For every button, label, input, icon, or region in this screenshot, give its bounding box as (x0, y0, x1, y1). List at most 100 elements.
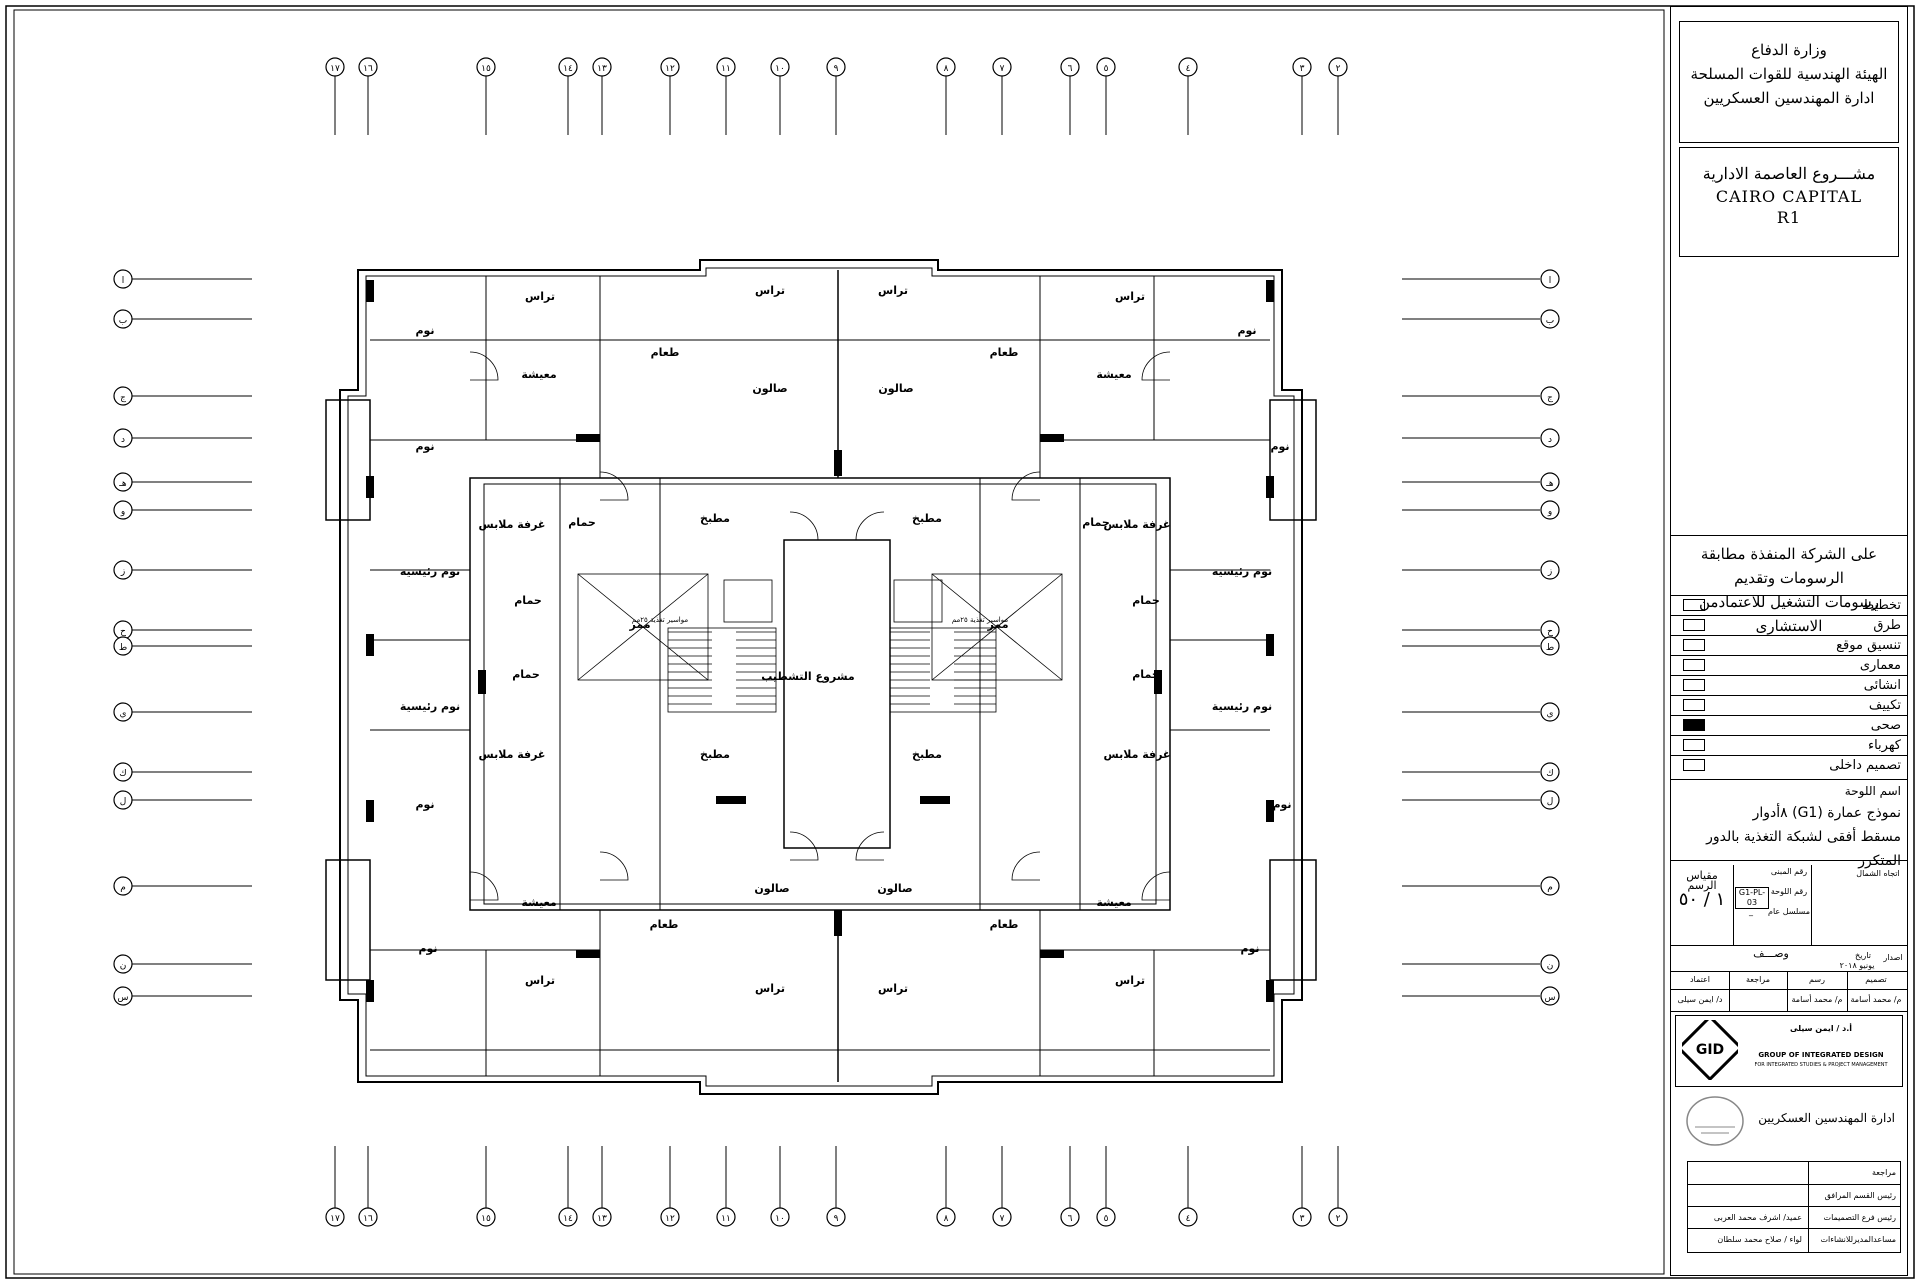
discipline-label: معمارى (1859, 658, 1901, 673)
column (1266, 476, 1274, 498)
grid-bubble-top (1178, 57, 1198, 77)
grid-bubble-left (113, 309, 133, 329)
grid-label-left: س (118, 993, 129, 1003)
room-label-living: معيشة (521, 896, 556, 909)
date-label: تاريخ (1855, 951, 1871, 960)
grid-bubble-right (1540, 954, 1560, 974)
room-label-dining: طعام (990, 346, 1019, 359)
building-no-label: رقم المبنى (1770, 867, 1808, 876)
serial-no: _ (1749, 907, 1753, 916)
grid-label-bottom: ٥ (1104, 1214, 1109, 1224)
project-box: مشـــروع العاصمة الادارية CAIRO CAPITAL … (1679, 147, 1899, 257)
grid-label-bottom: ٣ (1300, 1214, 1305, 1224)
discipline-row: تصميم داخلى (1671, 755, 1907, 775)
room-label-salon: صالون (754, 882, 789, 895)
column (834, 450, 842, 476)
room-label-dining: طعام (990, 918, 1019, 931)
door-swing (469, 351, 499, 381)
room-label-bedroom: نوم (1272, 798, 1291, 811)
room-label-dining: طعام (650, 918, 679, 931)
discipline-row: طرق (1671, 615, 1907, 635)
firm-name: GROUP OF INTEGRATED DESIGN (1758, 1051, 1884, 1059)
grid-bubble-bottom (558, 1207, 578, 1227)
discipline-checkbox (1683, 759, 1705, 771)
discipline-row: تنسيق موقع (1671, 635, 1907, 655)
door-swing (855, 511, 885, 541)
grid-bubble-top (1096, 57, 1116, 77)
room-label-salon: صالون (878, 382, 913, 395)
room-label-bedroom: نوم (418, 942, 437, 955)
grid-bubble-left (113, 762, 133, 782)
grid-label-right: هـ (1545, 479, 1554, 489)
room-label-master: نوم رئيسية (1212, 700, 1272, 713)
grid-label-bottom: ١٧ (330, 1214, 340, 1224)
grid-label-top: ٣ (1300, 64, 1305, 74)
date-value: يونيو ٢٠١٨ (1839, 961, 1875, 970)
grid-bubble-right (1540, 309, 1560, 329)
grid-bubble-left (113, 954, 133, 974)
grid-label-left: ن (120, 961, 127, 971)
grid-label-top: ١٤ (563, 64, 573, 74)
scale-value: ١ / ٥٠ (1678, 889, 1726, 910)
grid-bubble-bottom (660, 1207, 680, 1227)
grid-label-top: ١٧ (330, 64, 340, 74)
discipline-checkbox (1683, 739, 1705, 751)
room-label-shaft: مشروع التشطيب (761, 670, 854, 683)
door-swing (855, 831, 885, 861)
signature-role: مساعدالمديرللانشاءات (1820, 1235, 1896, 1244)
discipline-label: طرق (1873, 618, 1901, 633)
door-swing (1141, 871, 1171, 901)
authority-line: وزارة الدفاع (1751, 41, 1827, 59)
grid-label-top: ٩ (834, 64, 839, 74)
grid-bubble-right (1540, 269, 1560, 289)
grid-label-right: ي (1546, 709, 1553, 719)
grid-bubble-right (1540, 636, 1560, 656)
stairs (667, 627, 997, 713)
grid-label-bottom: ٢ (1336, 1214, 1341, 1224)
grid-bubble-top (358, 57, 378, 77)
lift-shafts (577, 573, 1063, 681)
serial-label: مسلسل عام (1768, 907, 1810, 916)
grid-bubble-right (1540, 876, 1560, 896)
room-label-kitchen: مطبخ (912, 512, 942, 525)
discipline-label: تنسيق موقع (1836, 638, 1901, 653)
door-swing (599, 471, 629, 501)
approval-line: رسومات التشغيل للاعتمادمن الاستشارى (1699, 593, 1879, 635)
room-label-corridor: ممر (986, 618, 1008, 631)
sheet-border (5, 5, 1915, 1279)
grid-bubble-left (113, 269, 133, 289)
grid-label-bottom: ١٠ (775, 1214, 785, 1224)
discipline-checkbox (1683, 659, 1705, 671)
grid-bubble-right (1540, 762, 1560, 782)
room-label-bath: حمام (1132, 594, 1160, 607)
grid-bubble-top (660, 57, 680, 77)
sheet-name-line: نموذج عمارة (G1) ٨أدوار (1752, 805, 1901, 821)
room-label-bedroom: نوم (415, 440, 434, 453)
approval-line: على الشركة المنفذة مطابقة الرسومات وتقدي… (1700, 545, 1878, 587)
north-label: اتجاه الشمال (1856, 869, 1900, 878)
room-label-master: نوم رئيسية (1212, 565, 1272, 578)
columns (366, 280, 1274, 1002)
grid-bubble-left (113, 500, 133, 520)
grid-bubble-bottom (1328, 1207, 1348, 1227)
rev-label: اصدار (1883, 953, 1903, 962)
grid-bubble-bottom (1060, 1207, 1080, 1227)
discipline-row: انشائى (1671, 675, 1907, 695)
column (576, 950, 600, 958)
signature-name: لواء / صلاح محمد سلطان (1717, 1235, 1802, 1244)
room-label-bedroom: نوم (1270, 440, 1289, 453)
blank-area (1679, 267, 1899, 537)
grid-label-left: ك (119, 769, 126, 779)
column (366, 634, 374, 656)
drawing-label: رسم (1809, 975, 1825, 984)
grid-label-left: د (121, 435, 125, 445)
grid-label-right: ل (1547, 797, 1554, 807)
design-label: تصميم (1865, 975, 1887, 984)
grid-label-left: ي (119, 709, 126, 719)
approval-note: على الشركة المنفذة مطابقة الرسومات وتقدي… (1671, 535, 1907, 635)
room-label-master: نوم رئيسية (400, 565, 460, 578)
desc-label: وصـــف (1753, 947, 1789, 960)
door-swing (1011, 851, 1041, 881)
room-label-bedroom: نوم (1240, 942, 1259, 955)
